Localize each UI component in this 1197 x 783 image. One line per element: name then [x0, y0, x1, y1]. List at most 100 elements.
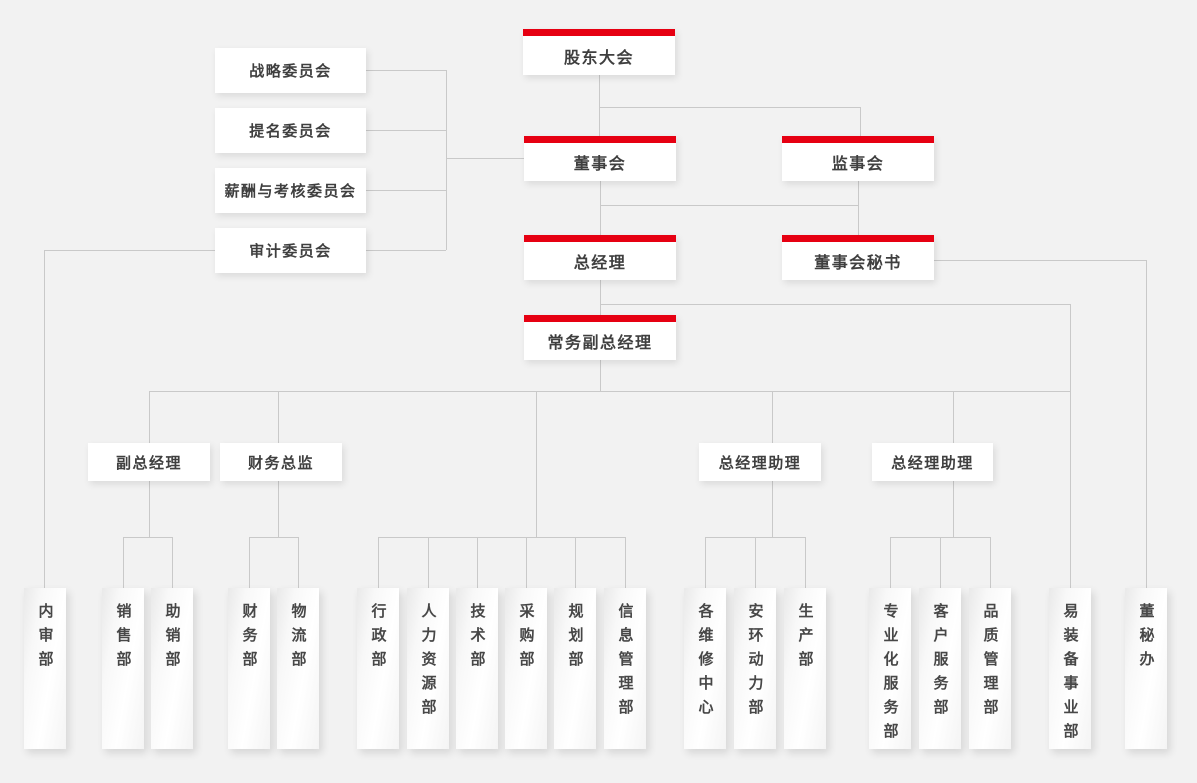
- connector-line: [1070, 304, 1071, 588]
- dept-information-management: 信息管理部: [604, 588, 646, 749]
- connector-line: [149, 481, 150, 537]
- node-executive-deputy-gm: 常务副总经理: [524, 315, 676, 360]
- connector-line: [990, 537, 991, 588]
- connector-line: [953, 391, 954, 443]
- connector-line: [600, 205, 858, 206]
- dept-label: 安环动力部: [746, 603, 764, 723]
- connector-line: [378, 537, 379, 588]
- connector-line: [858, 181, 859, 235]
- node-gm-assistant-2: 总经理助理: [872, 443, 993, 481]
- node-audit-committee: 审计委员会: [215, 228, 366, 273]
- dept-label: 技术部: [468, 603, 486, 675]
- node-general-manager: 总经理: [524, 235, 676, 280]
- connector-line: [860, 107, 861, 136]
- connector-line: [366, 190, 446, 191]
- connector-line: [1146, 260, 1147, 588]
- dept-procurement: 采购部: [505, 588, 547, 749]
- dept-label: 物流部: [289, 603, 307, 675]
- dept-maintenance-centers: 各维修中心: [684, 588, 726, 749]
- node-label: 副总经理: [115, 454, 182, 472]
- connector-line: [249, 537, 298, 538]
- node-label: 总经理助理: [718, 454, 802, 472]
- dept-label: 专业化服务部: [881, 603, 899, 747]
- connector-line: [526, 537, 527, 588]
- connector-line: [625, 537, 626, 588]
- connector-line: [428, 537, 429, 588]
- dept-planning: 规划部: [554, 588, 596, 749]
- connector-line: [366, 70, 446, 71]
- connector-line: [149, 391, 150, 443]
- dept-customer-service: 客户服务部: [919, 588, 961, 749]
- node-nomination-committee: 提名委员会: [215, 108, 366, 153]
- dept-label: 销售部: [114, 603, 132, 675]
- connector-line: [934, 260, 1146, 261]
- connector-line: [805, 537, 806, 588]
- connector-line: [575, 537, 576, 588]
- connector-line: [298, 537, 299, 588]
- connector-line: [772, 481, 773, 537]
- connector-line: [705, 537, 706, 588]
- node-label: 总经理助理: [891, 454, 974, 472]
- connector-line: [890, 537, 891, 588]
- dept-label: 易装备事业部: [1061, 603, 1079, 747]
- connector-line: [123, 537, 172, 538]
- dept-label: 采购部: [517, 603, 535, 675]
- dept-board-secretary-office: 董秘办: [1125, 588, 1167, 749]
- node-label: 董事会: [573, 156, 627, 173]
- node-label: 提名委员会: [249, 123, 332, 140]
- connector-line: [278, 391, 279, 443]
- dept-label: 品质管理部: [981, 603, 999, 723]
- node-label: 总经理: [573, 255, 627, 272]
- connector-line: [755, 537, 756, 588]
- dept-finance: 财务部: [228, 588, 270, 749]
- connector-line: [378, 537, 625, 538]
- connector-line: [446, 70, 447, 250]
- node-shareholders-meeting: 股东大会: [523, 29, 675, 75]
- node-label: 财务总监: [247, 454, 314, 472]
- connector-line: [953, 481, 954, 537]
- node-label: 审计委员会: [249, 243, 332, 260]
- node-label: 战略委员会: [249, 63, 332, 80]
- connector-line: [536, 391, 537, 537]
- dept-label: 各维修中心: [696, 603, 714, 723]
- dept-label: 财务部: [240, 603, 258, 675]
- connector-line: [149, 391, 1070, 392]
- dept-quality-management: 品质管理部: [969, 588, 1011, 749]
- node-label: 董事会秘书: [814, 255, 902, 272]
- dept-technology: 技术部: [456, 588, 498, 749]
- connector-line: [123, 537, 124, 588]
- node-board-secretary: 董事会秘书: [782, 235, 934, 280]
- node-board-of-directors: 董事会: [524, 136, 676, 181]
- connector-line: [600, 360, 601, 391]
- dept-human-resources: 人力资源部: [407, 588, 449, 749]
- dept-sales: 销售部: [102, 588, 144, 749]
- dept-label: 规划部: [566, 603, 584, 675]
- dept-yi-equipment-division: 易装备事业部: [1049, 588, 1091, 749]
- connector-line: [366, 250, 446, 251]
- connector-line: [278, 481, 279, 537]
- connector-line: [172, 537, 173, 588]
- dept-safety-environment-power: 安环动力部: [734, 588, 776, 749]
- node-label: 薪酬与考核委员会: [224, 183, 357, 200]
- node-supervisory-board: 监事会: [782, 136, 934, 181]
- node-label: 股东大会: [563, 49, 634, 67]
- connector-line: [940, 537, 941, 588]
- connector-line: [599, 75, 600, 136]
- connector-line: [600, 304, 1070, 305]
- node-deputy-general-manager: 副总经理: [88, 443, 210, 481]
- connector-line: [366, 130, 446, 131]
- connector-line: [446, 158, 524, 159]
- connector-line: [44, 250, 215, 251]
- connector-line: [477, 537, 478, 588]
- node-gm-assistant-1: 总经理助理: [699, 443, 821, 481]
- dept-specialized-service: 专业化服务部: [869, 588, 911, 749]
- node-finance-director: 财务总监: [220, 443, 342, 481]
- connector-line: [600, 181, 601, 235]
- dept-internal-audit: 内审部: [24, 588, 66, 749]
- dept-label: 内审部: [36, 603, 54, 675]
- connector-line: [772, 391, 773, 443]
- dept-administration: 行政部: [357, 588, 399, 749]
- dept-production: 生产部: [784, 588, 826, 749]
- dept-label: 客户服务部: [931, 603, 949, 723]
